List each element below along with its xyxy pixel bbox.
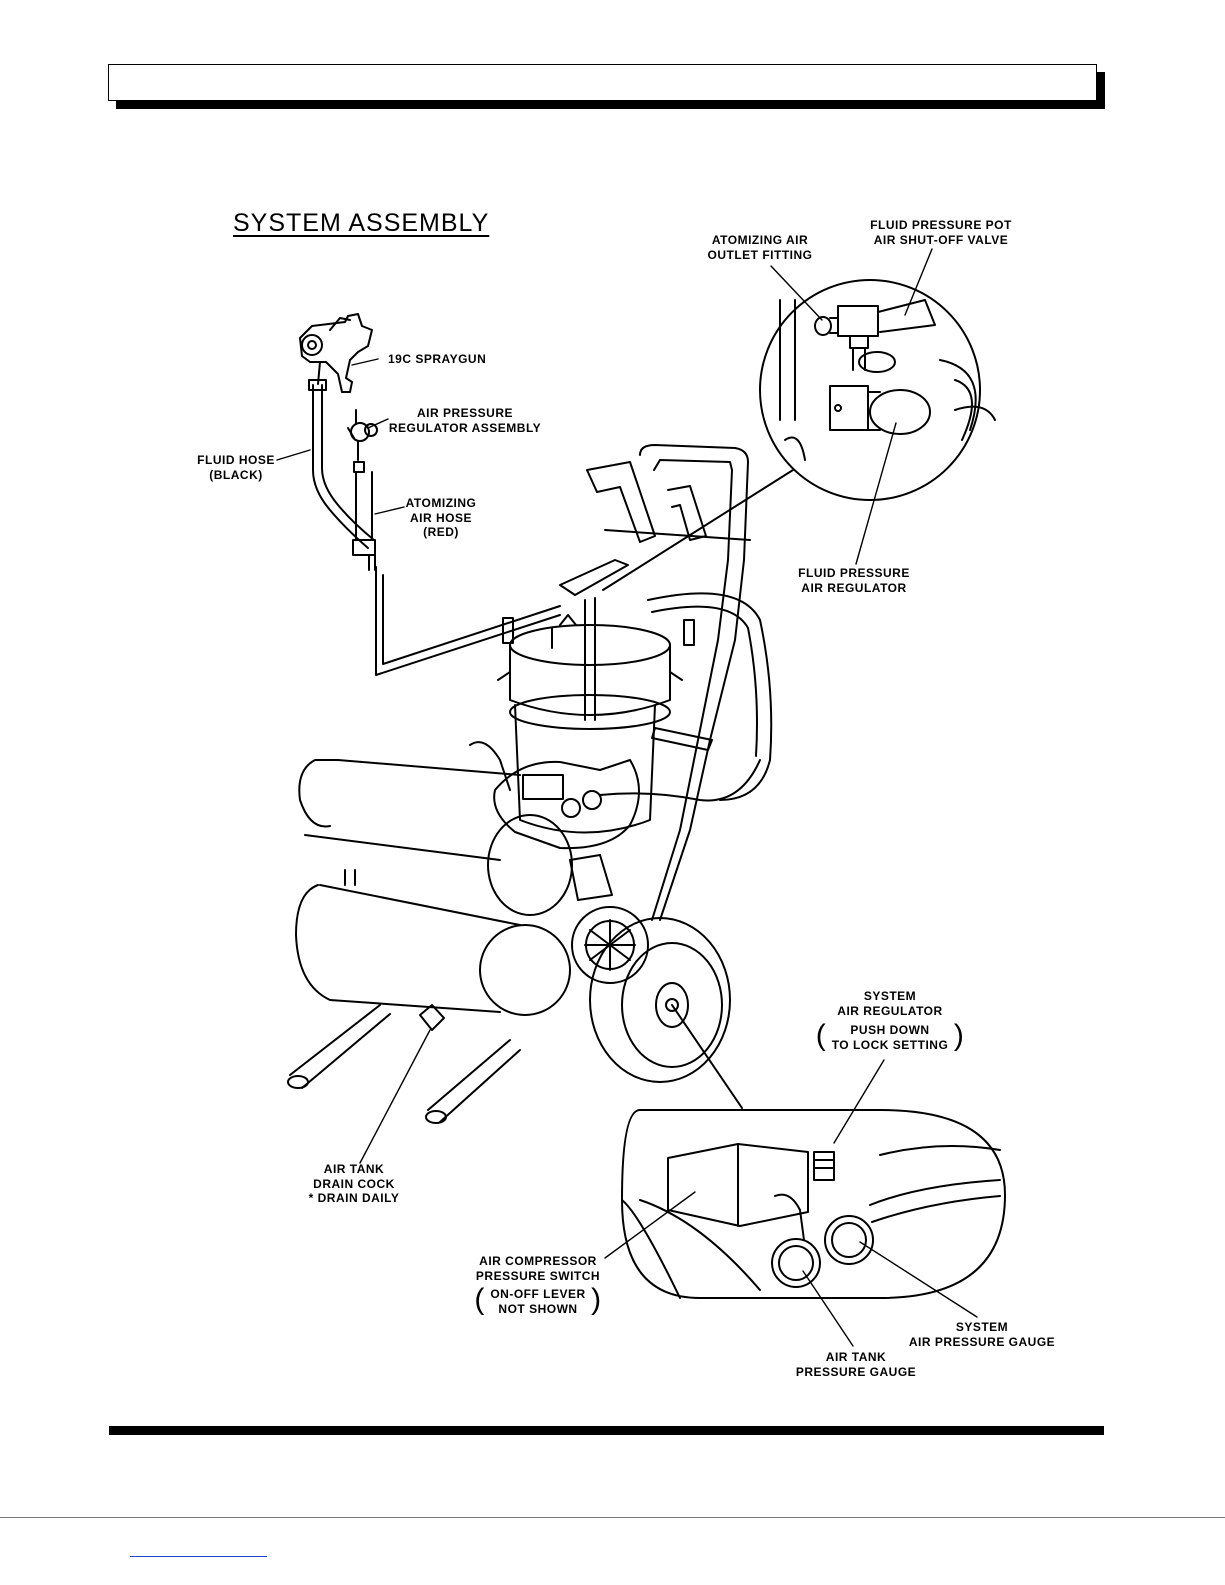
atomizing-hose-drawing <box>347 409 561 676</box>
inset-top-drawing <box>602 279 996 591</box>
footer-link-underline[interactable] <box>130 1556 267 1557</box>
label-spraygun: 19C SPRAYGUN <box>388 352 487 366</box>
page-header-box <box>108 64 1097 101</box>
label-fluid-pot-shutoff-valve: FLUID PRESSURE POT AIR SHUT-OFF VALVE <box>870 218 1012 247</box>
label-system-air-regulator: SYSTEM AIR REGULATOR PUSH DOWN TO LOCK S… <box>816 989 964 1052</box>
compressor-drawing <box>469 741 649 984</box>
page-bottom-rule <box>109 1426 1104 1435</box>
label-air-pressure-regulator: AIR PRESSURE REGULATOR ASSEMBLY <box>388 406 542 435</box>
fluid-hose-drawing <box>308 379 375 549</box>
label-system-air-pressure-gauge: SYSTEM AIR PRESSURE GAUGE <box>908 1320 1056 1349</box>
cart-frame-drawing <box>559 444 773 921</box>
wheel-drawing <box>589 917 731 1083</box>
switch-area-drawing <box>493 759 761 850</box>
diagram-title: SYSTEM ASSEMBLY <box>233 209 490 237</box>
label-atomizing-air-hose: ATOMIZING AIR HOSE (RED) <box>405 496 477 539</box>
footer-divider <box>0 1517 1225 1518</box>
label-air-tank-pressure-gauge: AIR TANK PRESSURE GAUGE <box>795 1350 917 1379</box>
air-tank-lower-drawing <box>295 869 571 1016</box>
label-air-compressor-pressure-switch: AIR COMPRESSOR PRESSURE SWITCH ON-OFF LE… <box>474 1254 602 1316</box>
label-air-tank-drain-cock: AIR TANK DRAIN COCK * DRAIN DAILY <box>308 1162 400 1205</box>
leader-lines <box>276 248 978 1347</box>
inset-bottom-drawing <box>621 1004 1006 1299</box>
label-fluid-hose: FLUID HOSE (BLACK) <box>197 453 275 482</box>
label-fluid-pressure-air-regulator: FLUID PRESSURE AIR REGULATOR <box>798 566 910 595</box>
handles-drawing <box>287 1004 521 1124</box>
fluid-pot-drawing <box>497 597 713 834</box>
label-atomizing-air-outlet: ATOMIZING AIR OUTLET FITTING <box>707 233 813 262</box>
